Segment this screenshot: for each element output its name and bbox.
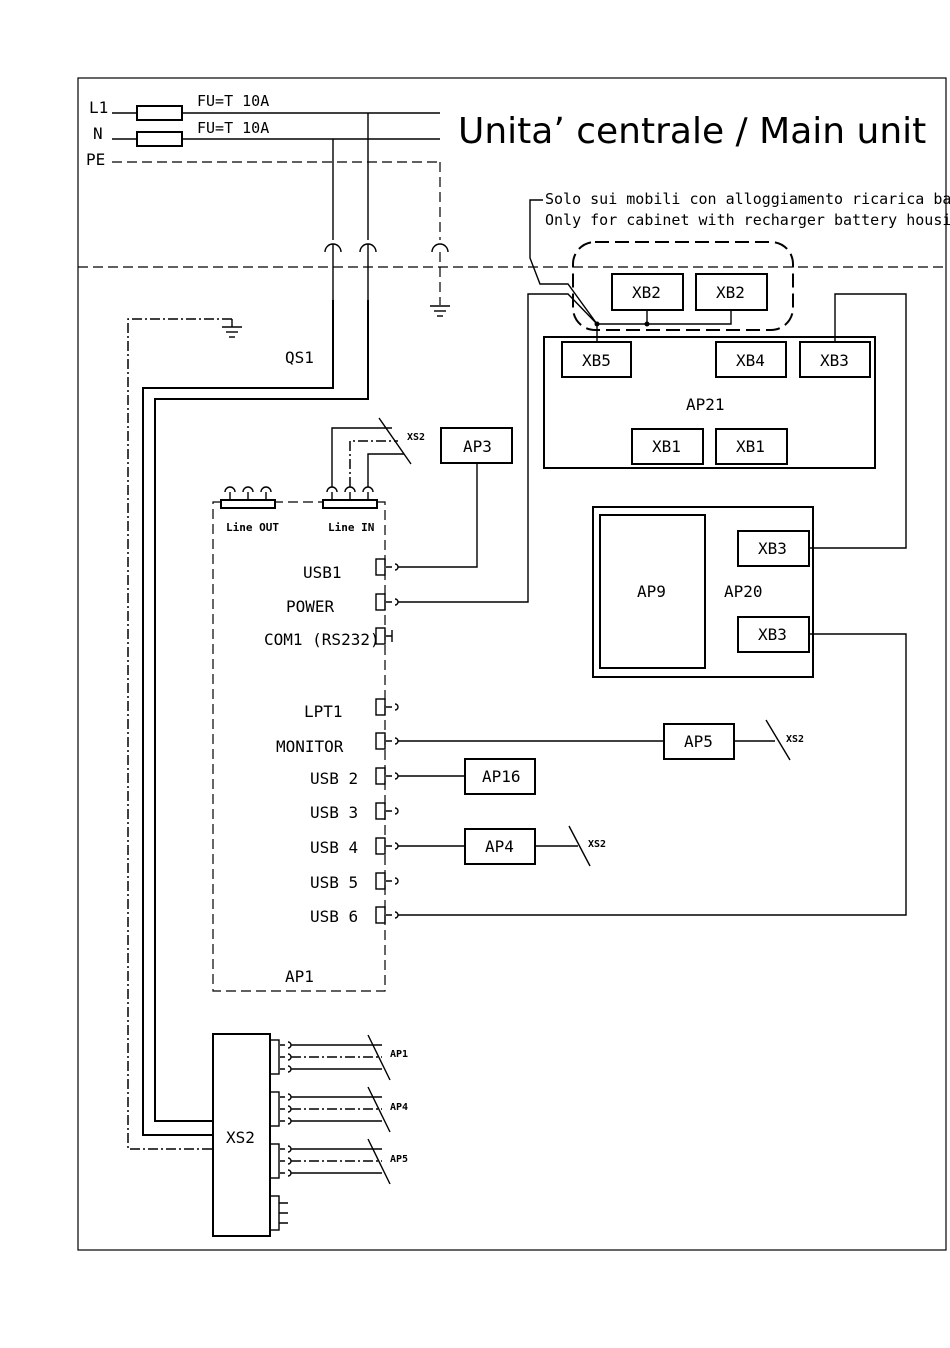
port-power-label: POWER (286, 597, 335, 616)
xb1-connector-b (715, 428, 788, 465)
line-in-break (378, 417, 412, 465)
xb4-connector (715, 341, 787, 378)
port-usb3-label: USB 3 (310, 803, 358, 822)
xb1-label-a: XB1 (652, 437, 681, 456)
ap20-xb3-connector-b (737, 616, 810, 653)
ap5-xs2-tag: XS2 (786, 734, 804, 745)
ap5-break (765, 719, 791, 761)
line-in-jack (322, 499, 378, 509)
xs2-out-ap5-label: AP5 (390, 1154, 408, 1165)
ap5-label: AP5 (684, 732, 713, 751)
fuse-l1-label: FU=T 10A (197, 92, 269, 110)
fuse-n-label: FU=T 10A (197, 119, 269, 137)
line-in-wire-2 (349, 440, 398, 487)
ap4-xs2-tag: XS2 (588, 839, 606, 850)
note-line-2: Only for cabinet with recharger battery … (545, 211, 950, 229)
ground-icon (430, 305, 450, 317)
cable-b (154, 300, 369, 1122)
port-usb6-label: USB 6 (310, 907, 358, 926)
line-out-jack (220, 499, 276, 509)
line-out-label: Line OUT (226, 521, 279, 534)
port-monitor-label: MONITOR (276, 737, 344, 756)
ap3-box (440, 427, 513, 464)
ap20-xb3-label-b: XB3 (758, 625, 787, 644)
port-com1-label: COM1 (RS232) (264, 630, 380, 649)
drawing-frame (77, 77, 947, 1251)
qs1-contact-2 (359, 243, 377, 300)
xs2-out-ap4-label: AP4 (390, 1102, 408, 1113)
note-line-1: Solo sui mobili con alloggiamento ricari… (545, 190, 950, 208)
port-usb1-label: USB1 (303, 563, 342, 582)
xb4-label: XB4 (736, 351, 765, 370)
qs1-contact-1 (324, 243, 342, 300)
xs2-box (212, 1033, 271, 1237)
ap4-box (464, 828, 536, 865)
xs2-label: XS2 (226, 1128, 255, 1147)
line-in-pins (326, 486, 374, 500)
ground-icon-2 (222, 319, 242, 338)
line-in-label: Line IN (328, 521, 374, 534)
port-usb5-label: USB 5 (310, 873, 358, 892)
xb2-connector-b (695, 273, 768, 311)
l1-label: L1 (89, 98, 108, 117)
xb2-label-a: XB2 (632, 283, 661, 302)
note-leader (529, 199, 598, 325)
ap9-box (599, 514, 706, 669)
pe-label: PE (86, 150, 105, 169)
xb5-label: XB5 (582, 351, 611, 370)
xb3-label: XB3 (820, 351, 849, 370)
cable-a (142, 300, 334, 1136)
xs2-out-ap1-label: AP1 (390, 1049, 408, 1060)
qs1-label: QS1 (285, 348, 314, 367)
port-usb4-label: USB 4 (310, 838, 358, 857)
ap20-label: AP20 (724, 582, 763, 601)
xb2-connector-a (611, 273, 684, 311)
qs1-contact-pe (431, 243, 449, 253)
n-label: N (93, 124, 103, 143)
usb6-to-ap20-wire (398, 633, 907, 916)
line-in-wire-1 (331, 427, 392, 487)
fuse-l1 (136, 105, 183, 121)
ap3-label: AP3 (463, 437, 492, 456)
xs2-output-groups (269, 1034, 391, 1231)
xb2-label-b: XB2 (716, 283, 745, 302)
usb1-to-ap3-wire (398, 463, 478, 568)
pe-cable (127, 318, 232, 1150)
line-in-xs2-tag: XS2 (407, 432, 425, 443)
ap9-label: AP9 (637, 582, 666, 601)
ap5-box (663, 723, 735, 760)
xb3-connector (799, 341, 871, 378)
xb2-junction-2 (644, 321, 650, 327)
ap1-ports: USB1 POWER COM1 (RS232) LPT1 MONITOR USB… (264, 563, 380, 926)
ap1-label: AP1 (285, 967, 314, 986)
line-in-wire-3 (367, 453, 404, 487)
xb3-to-ap20-wire (809, 293, 907, 549)
main-title: Unita’ centrale / Main unit (458, 111, 926, 152)
xb1-connector-a (631, 428, 704, 465)
optional-area (572, 241, 794, 331)
ap20-xb3-connector-a (737, 530, 810, 567)
ap4-break (568, 825, 591, 867)
ap16-label: AP16 (482, 767, 521, 786)
xb1-label-b: XB1 (736, 437, 765, 456)
fuse-n (136, 131, 183, 147)
ap4-label: AP4 (485, 837, 514, 856)
power-to-xb5-wire (398, 293, 598, 603)
port-connectors (375, 558, 399, 924)
line-out-pins (224, 486, 272, 500)
ap20-xb3-label-a: XB3 (758, 539, 787, 558)
ap16-box (464, 758, 536, 795)
port-lpt1-label: LPT1 (304, 702, 343, 721)
port-usb2-label: USB 2 (310, 769, 358, 788)
ap21-label: AP21 (686, 395, 725, 414)
